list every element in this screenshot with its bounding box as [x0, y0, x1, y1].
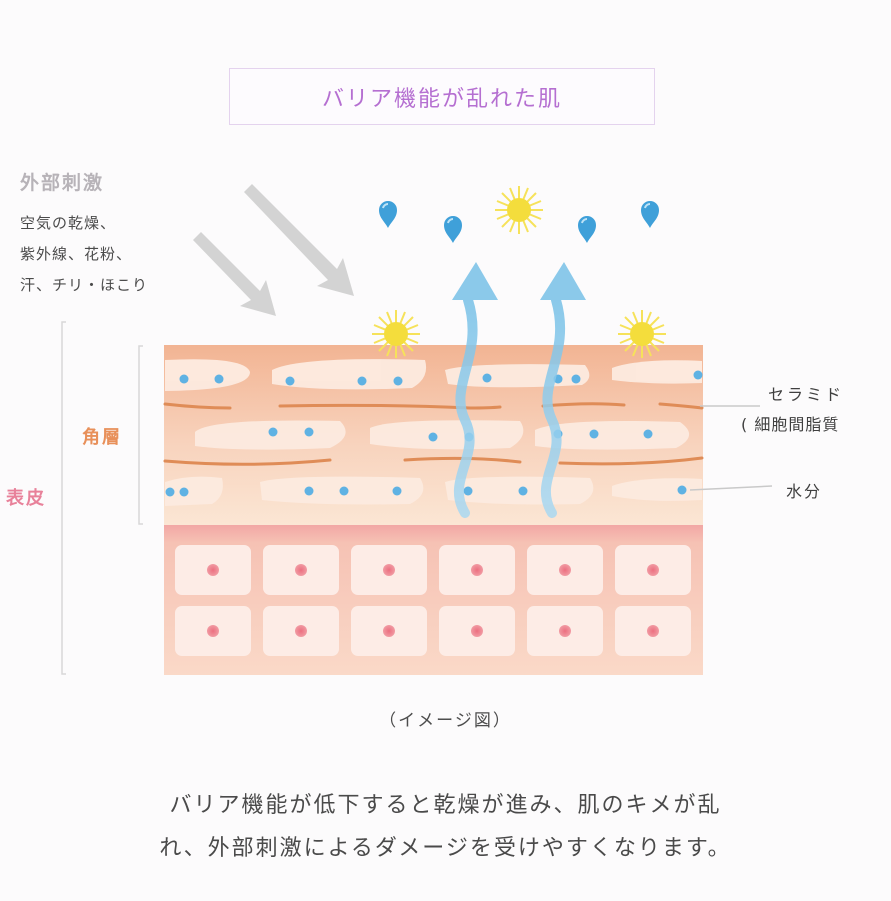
description: バリア機能が低下すると乾燥が進み、肌のキメが乱 れ、外部刺激によるダメージを受け…	[90, 784, 801, 870]
external-stimulus-title: 外部刺激	[20, 172, 105, 194]
diagram-title: バリア機能が乱れた肌	[229, 68, 655, 125]
epidermis-label: 表皮	[6, 488, 46, 509]
sun-icon	[494, 185, 544, 235]
external-stimulus-item: 紫外線、花粉、	[20, 245, 133, 263]
intercellular-lipid-label: ( 細胞間脂質	[741, 415, 840, 434]
sun-icon	[617, 309, 667, 359]
external-stimulus-list: 空気の乾燥、 紫外線、花粉、 汗、チリ・ほこり	[20, 208, 148, 301]
stratum-bracket	[138, 345, 143, 525]
diagonal-arrow-icon	[193, 184, 354, 316]
water-drop-icon	[640, 200, 660, 229]
water-drop-icon	[378, 200, 398, 229]
image-caption: （イメージ図）	[379, 711, 512, 731]
epidermal-cells	[175, 545, 691, 656]
epidermis-bracket	[61, 321, 66, 675]
external-stimulus-item: 汗、チリ・ほこり	[20, 276, 149, 294]
epidermis-base-layer	[164, 525, 703, 675]
wavy-up-arrow-icon	[452, 262, 586, 518]
description-line: バリア機能が低下すると乾燥が進み、肌のキメが乱	[169, 793, 722, 818]
water-drop-icon	[577, 215, 597, 244]
stratum-corneum-label: 角層	[82, 427, 122, 448]
ceramide-label: セラミド	[768, 385, 845, 404]
water-pointer	[689, 485, 773, 491]
water-label: 水分	[786, 482, 823, 501]
description-line: れ、外部刺激によるダメージを受けやすくなります。	[159, 836, 732, 861]
external-stimulus-item: 空気の乾燥、	[20, 214, 117, 232]
sun-icon	[371, 309, 421, 359]
water-drop-icon	[443, 215, 463, 244]
